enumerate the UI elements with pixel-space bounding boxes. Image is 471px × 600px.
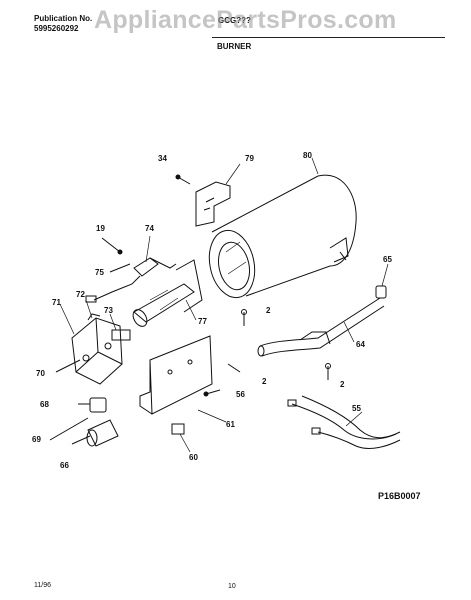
publication-number: 5995260292 [34,24,79,33]
leader-lines [59,157,389,453]
footer-date: 11/96 [34,582,51,589]
part-68-fitting [78,397,107,413]
callout-61: 61 [226,420,235,429]
part-60-clip [171,423,185,435]
header-rule [212,37,445,38]
callout-71: 71 [52,298,61,307]
part-77-burner [132,259,203,327]
callout-2b: 2 [262,377,267,386]
callout-55: 55 [352,404,361,413]
callout-2c: 2 [340,380,345,389]
callout-80: 80 [303,151,312,160]
callout-73: 73 [104,306,113,315]
part-34-screw [175,174,191,185]
page-number: 10 [228,583,236,590]
part-61-bracket [139,335,213,415]
watermark: AppliancePartsPros.com [94,6,397,34]
part-64-manifold [257,297,385,357]
callout-34: 34 [158,154,167,163]
publication-label: Publication No. [34,14,93,23]
model-number: GCG??? [218,16,251,25]
callout-64: 64 [356,340,365,349]
part-2-screw-a [241,309,247,326]
part-19-screw [101,237,123,255]
part-80-drum [208,174,357,299]
callout-72: 72 [76,290,85,299]
section-title: BURNER [217,42,252,51]
callout-19: 19 [96,224,105,233]
part-65-orifice [375,285,387,299]
part-2-screw-b [227,363,241,373]
part-71-gas-valve [71,313,131,385]
part-79-bracket [195,181,231,227]
callout-56: 56 [236,390,245,399]
callout-75: 75 [95,268,104,277]
part-75-screw [109,263,131,273]
leader-70 [55,359,81,373]
part-74-igniter [85,257,177,303]
callout-69: 69 [32,435,41,444]
callout-2a: 2 [266,306,271,315]
callout-65: 65 [383,255,392,264]
part-66-elbow [49,417,119,447]
callout-68: 68 [40,400,49,409]
callout-70: 70 [36,369,45,378]
figure-code: P16B0007 [378,491,421,501]
callout-77: 77 [198,317,207,326]
part-2-screw-c [325,363,331,380]
callout-60: 60 [189,453,198,462]
callout-74: 74 [145,224,154,233]
part-56-screw [203,389,221,397]
callout-79: 79 [245,154,254,163]
part-55-harness [287,395,401,449]
callout-66: 66 [60,461,69,470]
